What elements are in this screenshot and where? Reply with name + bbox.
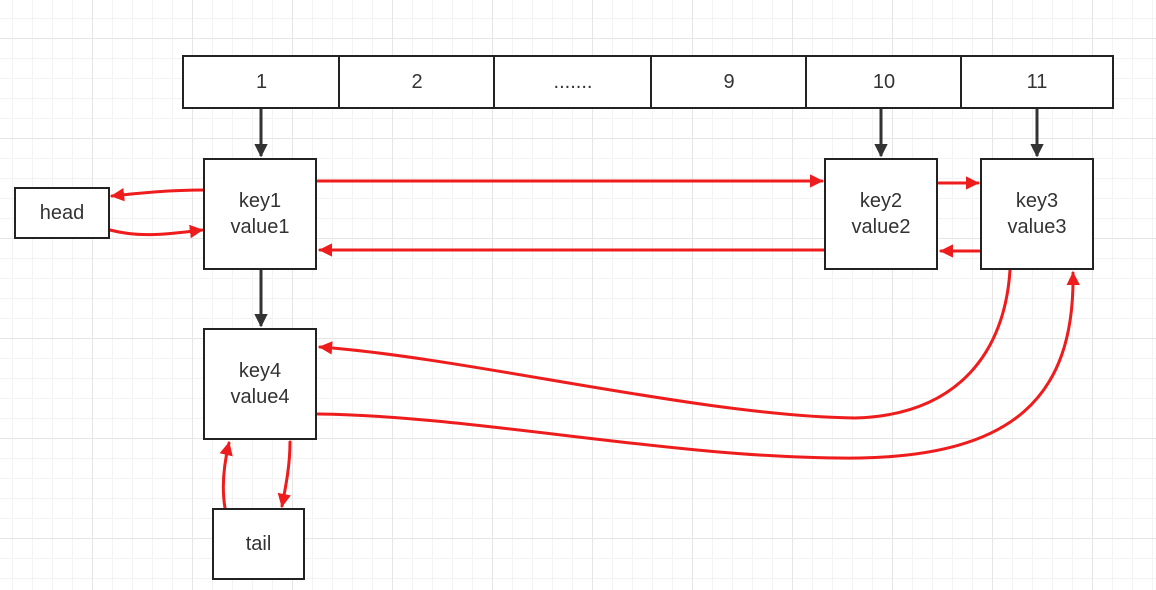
bucket-cell-2: 2 (338, 55, 494, 109)
tail-pointer: tail (212, 508, 305, 580)
head-label: head (39, 202, 85, 224)
node-key-label: key2 (859, 190, 903, 212)
key4-to-key3-arrow (316, 271, 1080, 460)
key1-to-head-arrow (110, 187, 206, 202)
bucket-cell-9: 9 (650, 55, 806, 109)
node-key3: key3 value3 (980, 158, 1094, 270)
bucket-cell-label: 10 (872, 71, 896, 93)
bucket-cell-1: 1 (182, 55, 339, 109)
node-key-label: key1 (238, 190, 282, 212)
tail-to-key4-arrow (219, 441, 233, 510)
node-key-label: key3 (1015, 190, 1059, 212)
tail-label: tail (245, 533, 272, 555)
bucket-cell-label: 9 (723, 71, 735, 93)
node-key1: key1 value1 (203, 158, 317, 270)
key4-to-tail-arrow (277, 440, 292, 508)
node-key-label: key4 (238, 360, 282, 382)
bucket-cell-11: 11 (960, 55, 1114, 109)
linked-list-arrows (108, 174, 1080, 510)
node-value-label: value1 (230, 216, 290, 238)
bucket-cell-label: 1 (255, 71, 268, 93)
bucket-cell-label: 11 (1026, 71, 1048, 93)
node-value-label: value4 (230, 386, 290, 408)
bucket-cell-10: 10 (805, 55, 961, 109)
bucket-cell-label: 2 (411, 71, 423, 93)
bucket-cell-label: ....... (553, 71, 593, 93)
bucket-cell-ellipsis: ....... (493, 55, 651, 109)
node-key2: key2 value2 (824, 158, 938, 270)
node-value-label: value3 (1007, 216, 1067, 238)
head-to-key1-arrow (108, 224, 204, 239)
head-pointer: head (14, 187, 110, 239)
node-key4: key4 value4 (203, 328, 317, 440)
node-value-label: value2 (851, 216, 911, 238)
bucket-arrows (254, 108, 1044, 328)
key3-to-key4-arrow (318, 268, 1012, 420)
